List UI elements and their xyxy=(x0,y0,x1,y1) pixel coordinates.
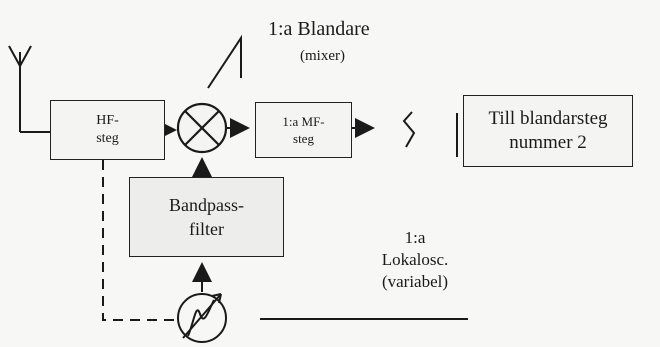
local-oscillator-label: 1:a Lokalosc. (variabel) xyxy=(381,228,449,291)
antenna-icon xyxy=(8,45,50,133)
tuning-link-dashed xyxy=(102,160,175,321)
next-stage-block: Till blandarsteg nummer 2 xyxy=(463,95,633,167)
hf-stage-block: HF- steg xyxy=(50,100,165,160)
mixer-title: 1:a Blandare xyxy=(268,18,370,40)
mf-stage-block: 1:a MF- steg xyxy=(255,102,352,158)
hf-stage-label: HF- steg xyxy=(96,113,119,146)
next-stage-label: Till blandarsteg nummer 2 xyxy=(488,108,608,153)
mixer-subtitle: (mixer) xyxy=(300,48,345,64)
mf-stage-label: 1:a MF- steg xyxy=(282,114,325,146)
variable-oscillator-icon xyxy=(177,293,227,343)
bandpass-filter-label: Bandpass- filter xyxy=(169,195,244,239)
mixer-label-pointer xyxy=(207,34,242,89)
mixer-symbol xyxy=(176,102,228,154)
break-symbol xyxy=(402,111,416,148)
bandpass-filter-block: Bandpass- filter xyxy=(129,177,284,257)
